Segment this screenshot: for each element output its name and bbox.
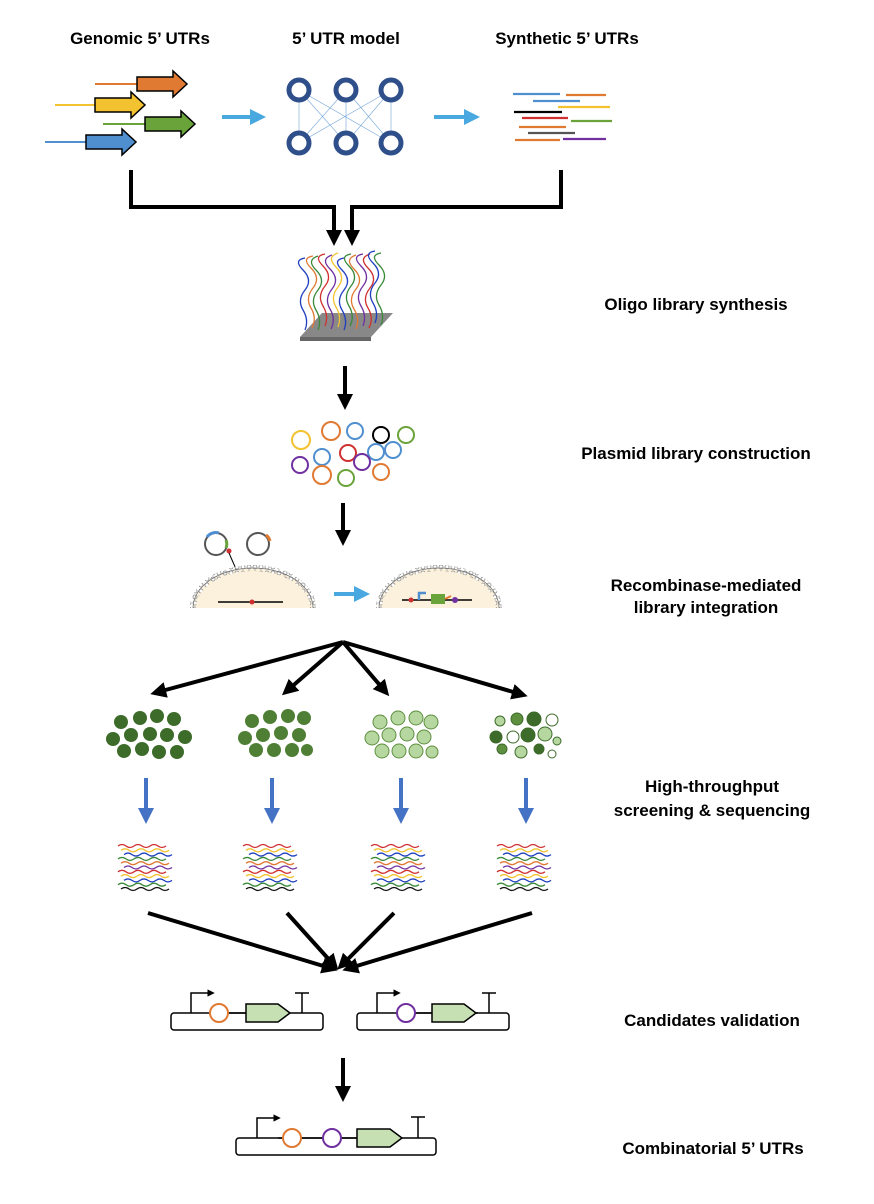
sequencing-read: [373, 848, 423, 853]
synthetic-utrs-label: Synthetic 5’ UTRs: [495, 29, 639, 48]
synthetic-utr-icon: [513, 92, 612, 142]
sequencing-read: [502, 852, 552, 857]
sequencing-read: [242, 882, 292, 887]
genomic-utrs-label: Genomic 5’ UTRs: [70, 29, 210, 48]
sequencing-read: [120, 861, 170, 866]
sequencing-reads-1: [117, 843, 173, 892]
sequencing-read: [376, 865, 426, 870]
sequencing-read: [245, 886, 295, 892]
cell-population-3: [364, 710, 439, 759]
sequencing-read: [373, 886, 423, 892]
cell-population-1: [106, 709, 192, 759]
utr-model-label: 5’ UTR model: [292, 29, 400, 48]
sequencing-read: [502, 878, 552, 883]
sequencing-read: [370, 856, 420, 862]
converge-arrows: [147, 911, 533, 974]
sequencing-read: [502, 865, 552, 870]
sequencing-read: [376, 878, 426, 883]
merge-connector: [129, 170, 563, 246]
sequencing-read: [117, 882, 167, 887]
sequencing-read: [117, 843, 167, 849]
step-recombinase-label-2: library integration: [634, 598, 779, 617]
sequencing-read: [248, 852, 298, 857]
sequencing-read: [117, 869, 167, 874]
neural-network-icon: [286, 77, 404, 156]
candidate-construct-2: [356, 989, 510, 1031]
sequencing-read: [496, 882, 546, 887]
sequencing-reads-4: [496, 843, 552, 892]
sequencing-read: [496, 856, 546, 862]
step-combinatorial-label: Combinatorial 5’ UTRs: [622, 1139, 803, 1158]
sequencing-read: [123, 852, 173, 857]
sequencing-read: [242, 856, 292, 862]
step-recombinase-label-1: Recombinase-mediated: [611, 576, 802, 595]
sequencing-read: [499, 886, 549, 892]
sequencing-read: [123, 865, 173, 870]
sequencing-read: [499, 861, 549, 866]
screening-arrows: [138, 778, 534, 824]
sequencing-read: [496, 869, 546, 874]
sequencing-read: [242, 869, 292, 874]
sequencing-read: [499, 873, 549, 879]
sequencing-reads-2: [242, 843, 298, 892]
sequencing-read: [373, 873, 423, 879]
sequencing-read: [245, 848, 295, 853]
integration-before-icon: [190, 531, 316, 609]
integration-after-icon: [376, 565, 502, 609]
sequencing-read: [370, 882, 420, 887]
sequencing-read: [123, 878, 173, 883]
sequencing-read: [120, 886, 170, 892]
sequencing-read: [248, 878, 298, 883]
plasmid-library-icon: [291, 421, 415, 487]
sequencing-read: [245, 873, 295, 879]
step-validation-label: Candidates validation: [624, 1011, 800, 1030]
sequencing-read: [245, 861, 295, 866]
sequencing-read: [496, 843, 546, 849]
sequencing-read: [120, 873, 170, 879]
fan-out-arrows: [150, 640, 528, 700]
sequencing-read: [242, 843, 292, 849]
step-oligo-label: Oligo library synthesis: [604, 295, 787, 314]
candidate-construct-1: [170, 989, 324, 1031]
sequencing-read: [376, 852, 426, 857]
combinatorial-construct: [235, 1114, 437, 1156]
cell-population-2: [238, 709, 313, 757]
sequencing-read: [370, 843, 420, 849]
step-screening-label-2: screening & sequencing: [614, 801, 811, 820]
sequencing-read: [248, 865, 298, 870]
sequencing-read: [120, 848, 170, 853]
step-plasmid-label: Plasmid library construction: [581, 444, 811, 463]
sequencing-read: [370, 869, 420, 874]
sequencing-read: [499, 848, 549, 853]
genomic-utr-icon: [45, 69, 197, 157]
step-screening-label-1: High-throughput: [645, 777, 779, 796]
sequencing-read: [373, 861, 423, 866]
sequencing-read: [117, 856, 167, 862]
sequencing-reads-3: [370, 843, 426, 892]
cell-population-4: [489, 711, 562, 759]
oligo-chip-icon: [297, 250, 393, 341]
